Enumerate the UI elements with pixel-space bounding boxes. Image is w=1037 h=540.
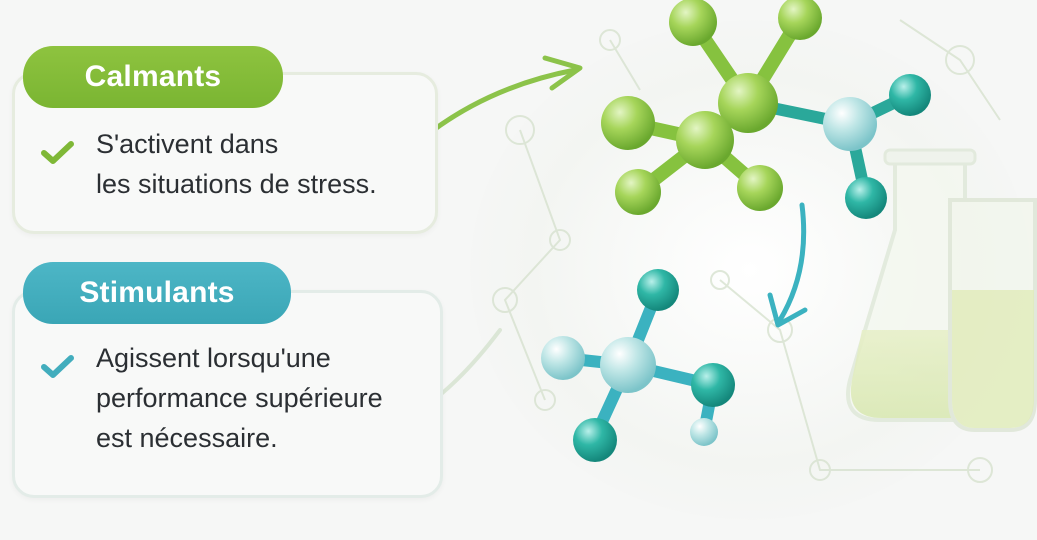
stimulants-description: Agissent lorsqu'une performance supérieu… — [96, 338, 431, 458]
molecule-icon — [601, 0, 931, 219]
molecule-icon — [541, 269, 735, 462]
calmants-line-1: S'activent dans — [96, 129, 279, 159]
stimulants-line-1: Agissent lorsqu'une — [96, 343, 331, 373]
flask-icon — [846, 148, 1037, 432]
stimulants-label: Stimulants — [23, 262, 291, 324]
stimulants-line-3: est nécessaire. — [96, 423, 278, 453]
background-network — [492, 19, 1001, 483]
check-icon — [41, 141, 74, 164]
calmants-description: S'activent dans les situations de stress… — [96, 124, 426, 204]
calmants-label: Calmants — [23, 46, 283, 108]
calmants-line-2: les situations de stress. — [96, 169, 377, 199]
connector-line — [438, 328, 502, 397]
check-icon — [41, 355, 74, 378]
stimulants-line-2: performance supérieure — [96, 383, 383, 413]
arrow-icon — [767, 202, 808, 328]
stimulants-card — [12, 290, 443, 498]
